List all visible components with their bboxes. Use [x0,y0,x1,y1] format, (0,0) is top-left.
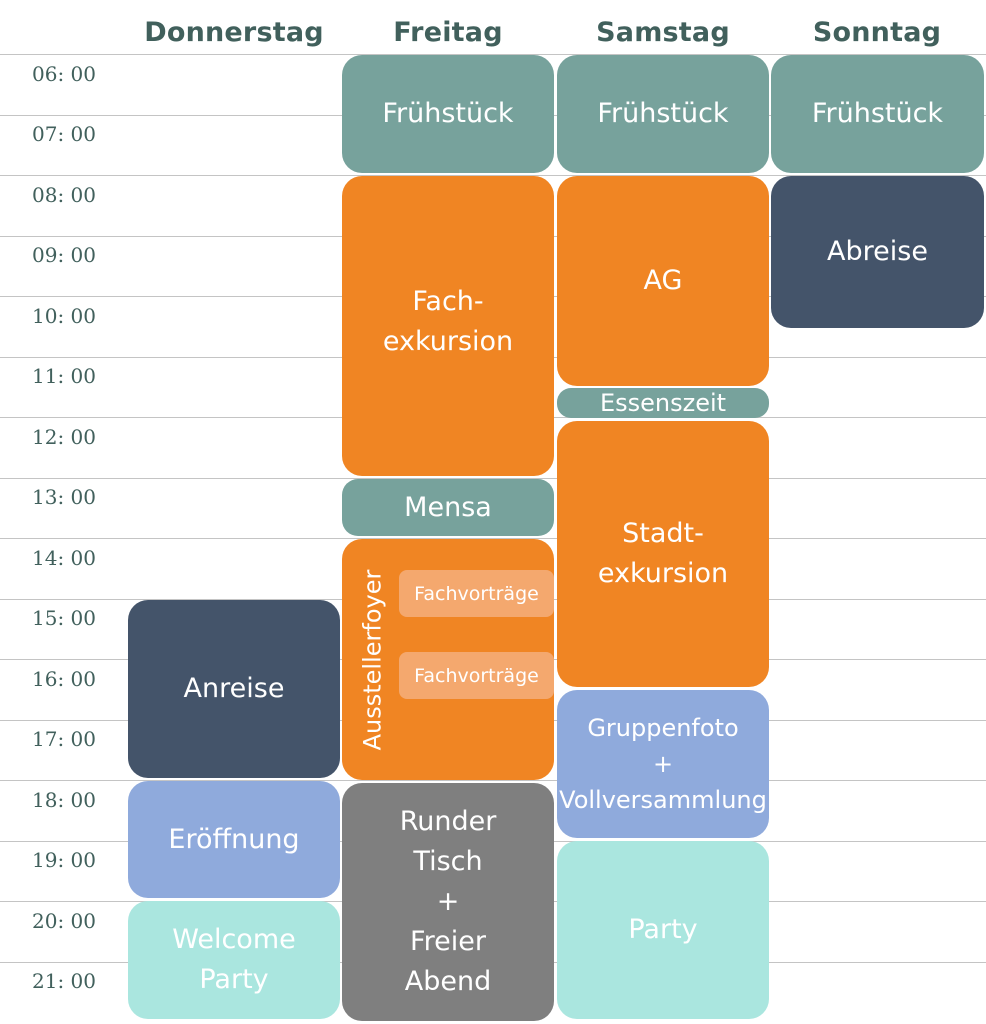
event-label: Party [199,964,269,995]
event-label: Essenszeit [599,389,727,417]
event-label: Vollversammlung [559,786,767,814]
time-label: 07: 00 [32,122,96,146]
event-label: Eröffnung [168,823,300,855]
event-label: Abend [404,966,492,997]
grid-line [0,538,986,539]
event-fri-round-table: Runder Tisch + Freier Abend [342,783,554,1021]
time-label: 13: 00 [32,485,96,509]
event-sat-lunch: Essenszeit [557,388,769,418]
time-label: 11: 00 [32,364,96,388]
event-label: exkursion [597,558,729,589]
event-label: Ausstellerfoyer [358,569,386,751]
event-label: AG [643,265,683,296]
time-label: 12: 00 [32,425,96,449]
event-label: Mensa [404,491,492,523]
grid-line [0,54,986,55]
time-label: 18: 00 [32,788,96,812]
event-label: Stadt- [622,518,704,549]
event-label: Tisch [413,846,483,877]
day-header-freitag: Freitag [393,16,503,48]
event-fri-excursion: Fach- exkursion [342,176,554,476]
exhibitor-foyer-label: Ausstellerfoyer [352,540,392,780]
event-label: Party [628,914,698,945]
event-thu-opening: Eröffnung [128,781,340,898]
event-sat-breakfast: Frühstück [557,55,769,173]
event-label: Anreise [183,673,285,704]
event-label: Frühstück [382,98,514,129]
event-label: Frühstück [811,98,944,129]
event-sat-ag: AG [557,176,769,386]
time-label: 19: 00 [32,848,96,872]
grid-line [0,478,986,479]
grid-line [0,175,986,176]
time-label: 08: 00 [32,183,96,207]
time-label: 14: 00 [32,546,96,570]
day-header-sonntag: Sonntag [812,16,942,48]
event-thu-welcome-party: Welcome Party [128,901,340,1019]
grid-line [0,780,986,781]
event-fri-breakfast: Frühstück [342,55,554,173]
talk-block: Fachvorträge [399,570,554,617]
time-label: 21: 00 [32,969,96,993]
event-sat-city-tour: Stadt- exkursion [557,421,769,687]
event-label: + [652,750,674,778]
event-thu-arrival: Anreise [128,600,340,778]
event-label: + [436,886,460,917]
time-label: 17: 00 [32,727,96,751]
event-label: exkursion [382,326,514,357]
event-label: Gruppenfoto [587,714,739,742]
event-label: Runder [399,806,497,837]
time-label: 06: 00 [32,62,96,86]
event-sun-breakfast: Frühstück [771,55,984,173]
time-label: 10: 00 [32,304,96,328]
time-label: 15: 00 [32,606,96,630]
event-label: Fach- [412,286,484,317]
talk-block: Fachvorträge [399,652,554,699]
time-label: 09: 00 [32,243,96,267]
event-label: Freier [410,926,486,957]
day-header-donnerstag: Donnerstag [144,16,324,48]
event-sat-party: Party [557,841,769,1019]
time-label: 16: 00 [32,667,96,691]
event-sun-departure: Abreise [771,176,984,328]
event-label: Frühstück [597,98,729,129]
event-fri-mensa: Mensa [342,479,554,536]
event-label: Welcome [172,924,296,955]
time-label: 20: 00 [32,909,96,933]
event-label: Abreise [827,236,928,267]
day-header-samstag: Samstag [596,16,730,48]
event-sat-group-photo: Gruppenfoto + Vollversammlung [557,690,769,838]
